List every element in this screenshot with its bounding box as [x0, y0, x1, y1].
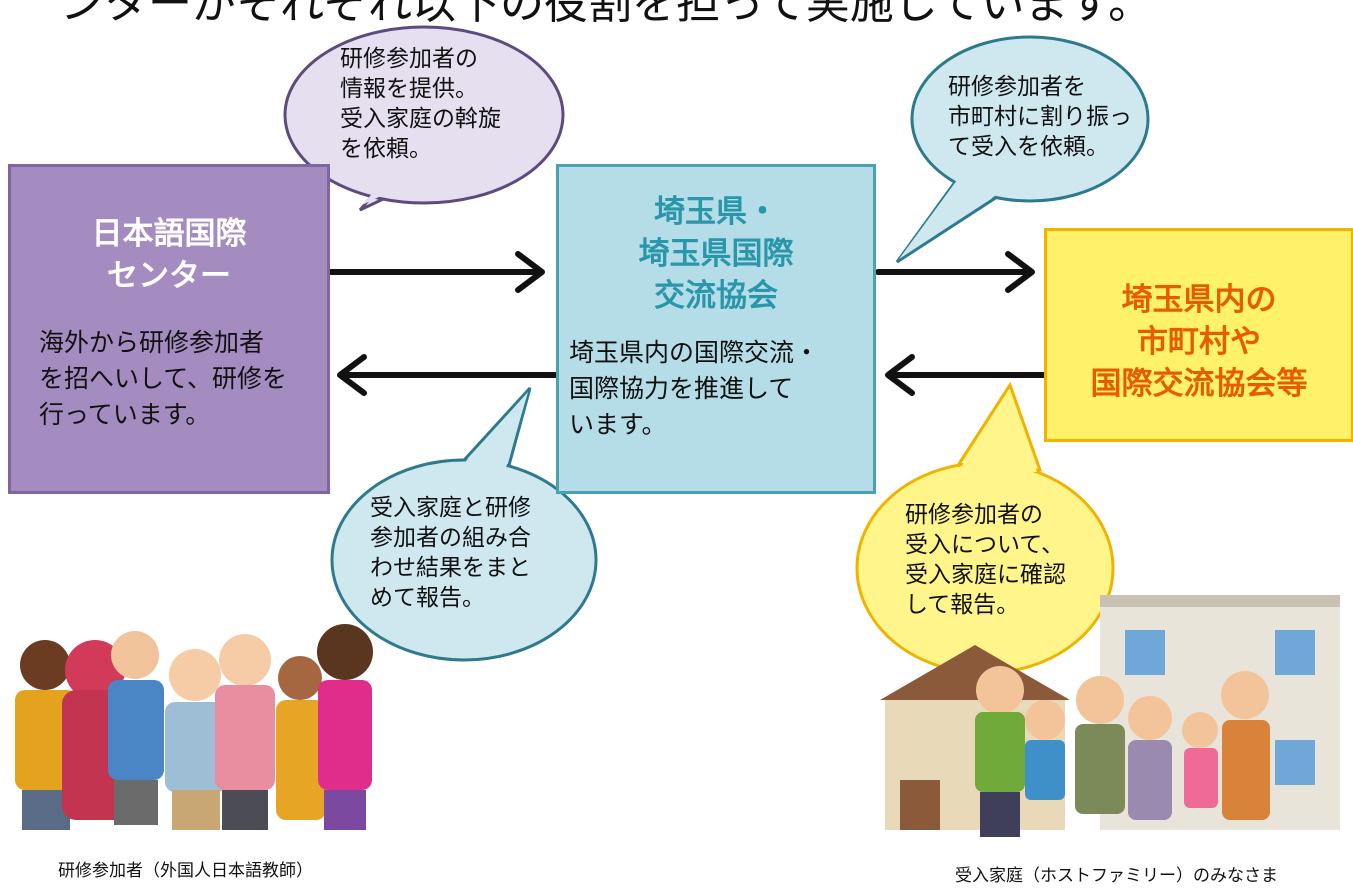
box-right-title-line2: 市町村や	[1137, 324, 1261, 360]
box-mid-title-line2: 埼玉県国際	[638, 236, 794, 272]
box-japan-foundation: 日本語国際 センター 海外から研修参加者 を招へいして、研修を 行っています。	[8, 164, 330, 494]
speech-bubble-3-text: 受入家庭と研修 参加者の組み合 わせ結果をまと めて報告。	[370, 495, 531, 611]
box-mid-desc: 埼玉県内の国際交流・ 国際協力を推進して います。	[569, 338, 820, 439]
box-right-title-line1: 埼玉県内の	[1121, 282, 1277, 318]
arrow-left-to-mid	[327, 251, 545, 293]
box-left-desc: 海外から研修参加者 を招へいして、研修を 行っています。	[39, 328, 288, 429]
box-left-title: 日本語国際 センター	[11, 213, 327, 297]
host-family-house-illustration	[880, 595, 1340, 837]
speech-bubble-4-text: 研修参加者の 受入について、 受入家庭に確認 して報告。	[905, 502, 1066, 618]
speech-bubble-1-text: 研修参加者の 情報を提供。 受入家庭の斡旋 を依頼。	[340, 46, 501, 162]
box-mid-title: 埼玉県・ 埼玉県国際 交流協会	[559, 191, 873, 317]
box-left-title-line2: センター	[107, 258, 231, 294]
speech-bubble-4-shape	[855, 381, 1115, 675]
participants-illustration	[15, 624, 373, 830]
caption-participants: 研修参加者（外国人日本語教師）	[58, 861, 313, 881]
speech-bubble-2-shape	[895, 35, 1150, 264]
box-saitama: 埼玉県・ 埼玉県国際 交流協会 埼玉県内の国際交流・ 国際協力を推進して います…	[556, 164, 876, 494]
caption-host-families: 受入家庭（ホストファミリー）のみなさま	[955, 866, 1278, 886]
box-right-title-line3: 国際交流協会等	[1090, 366, 1308, 402]
speech-bubble-2-text: 研修参加者を 市町村に割り振っ て受入を依頼。	[948, 74, 1132, 160]
box-mid-title-line1: 埼玉県・	[654, 194, 778, 230]
speech-bubble-3-shape	[330, 386, 598, 662]
page-title: ンターがそれぞれ以下の役割を担って実施しています。	[60, 0, 1153, 29]
speech-bubble-1-shape	[283, 25, 565, 212]
arrow-mid-to-right	[875, 251, 1035, 293]
arrow-right-to-mid	[885, 354, 1047, 396]
box-mid-title-line3: 交流協会	[654, 278, 778, 314]
arrow-mid-to-left	[337, 354, 558, 396]
box-right-title: 埼玉県内の 市町村や 国際交流協会等	[1047, 279, 1351, 405]
box-municipalities: 埼玉県内の 市町村や 国際交流協会等	[1044, 228, 1353, 442]
box-left-title-line1: 日本語国際	[91, 216, 247, 252]
